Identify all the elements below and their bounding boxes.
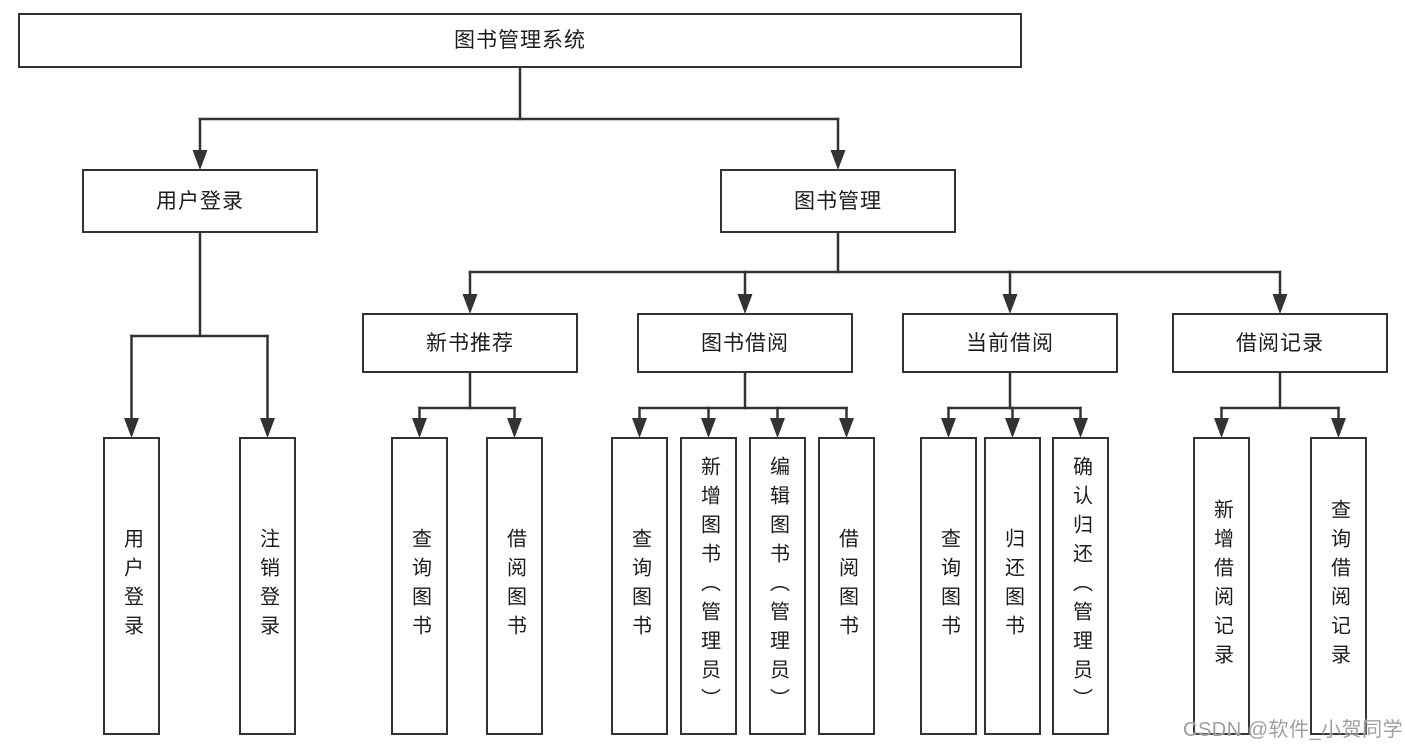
node-label-current-borrow: 当前借阅: [966, 331, 1054, 355]
node-user-login: 用户登录: [82, 169, 318, 233]
node-book-borrow: 图书借阅: [637, 313, 853, 373]
node-label-book-mgmt: 图书管理: [794, 189, 882, 213]
node-label-bb-borrow-book: 借阅图书: [835, 528, 858, 644]
node-rec-query-book: 查询图书: [391, 437, 448, 735]
node-rec-borrow-book: 借阅图书: [486, 437, 543, 735]
node-label-book-borrow: 图书借阅: [701, 331, 789, 355]
node-label-new-book-rec: 新书推荐: [426, 331, 514, 355]
node-label-bb-query-book: 查询图书: [628, 528, 651, 644]
node-label-bb-edit-book: 编辑图书（管理员）: [766, 455, 789, 717]
node-cb-return-book: 归还图书: [984, 437, 1041, 735]
watermark: CSDN @软件_小贺同学: [1183, 719, 1404, 741]
node-book-mgmt: 图书管理: [720, 169, 956, 233]
node-new-book-rec: 新书推荐: [362, 313, 578, 373]
node-current-borrow: 当前借阅: [902, 313, 1118, 373]
node-bb-borrow-book: 借阅图书: [818, 437, 875, 735]
node-label-cb-return-book: 归还图书: [1001, 528, 1024, 644]
node-leaf-logout: 注销登录: [239, 437, 296, 735]
node-label-br-add-record: 新增借阅记录: [1210, 499, 1233, 673]
node-label-leaf-logout: 注销登录: [256, 528, 279, 644]
node-leaf-user-login: 用户登录: [103, 437, 160, 735]
node-cb-query-book: 查询图书: [920, 437, 977, 735]
node-label-rec-borrow-book: 借阅图书: [503, 528, 526, 644]
node-label-br-query-record: 查询借阅记录: [1327, 499, 1350, 673]
node-bb-add-book: 新增图书（管理员）: [680, 437, 737, 735]
node-br-add-record: 新增借阅记录: [1193, 437, 1250, 735]
node-bb-query-book: 查询图书: [611, 437, 668, 735]
node-label-bb-add-book: 新增图书（管理员）: [697, 455, 720, 717]
node-label-cb-query-book: 查询图书: [937, 528, 960, 644]
node-label-cb-confirm-return: 确认归还（管理员）: [1069, 455, 1092, 717]
node-label-leaf-user-login: 用户登录: [120, 528, 143, 644]
node-label-root: 图书管理系统: [454, 29, 586, 52]
node-bb-edit-book: 编辑图书（管理员）: [749, 437, 806, 735]
node-label-rec-query-book: 查询图书: [408, 528, 431, 644]
node-label-user-login: 用户登录: [156, 189, 244, 213]
node-cb-confirm-return: 确认归还（管理员）: [1052, 437, 1109, 735]
node-borrow-records: 借阅记录: [1172, 313, 1388, 373]
node-br-query-record: 查询借阅记录: [1310, 437, 1367, 735]
node-root: 图书管理系统: [18, 13, 1022, 68]
node-label-borrow-records: 借阅记录: [1236, 331, 1324, 355]
